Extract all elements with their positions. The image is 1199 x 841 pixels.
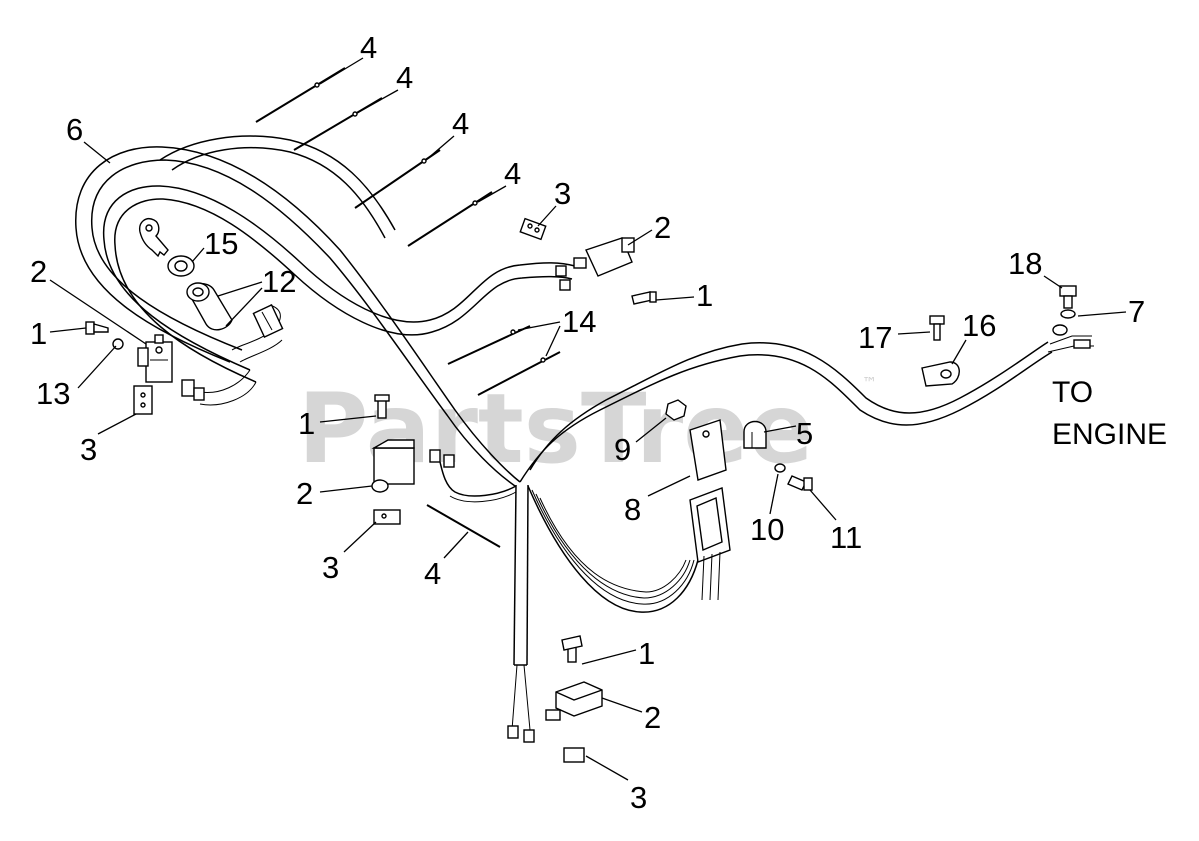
callout-label: 17 xyxy=(858,320,892,355)
callout: 1 xyxy=(30,316,87,351)
callout-label: 2 xyxy=(654,210,671,245)
callout: 3 xyxy=(80,413,137,467)
cable-tie xyxy=(477,351,561,396)
nut-icon xyxy=(665,399,687,421)
callout-label: 4 xyxy=(452,106,469,141)
callout: 11 xyxy=(809,489,862,555)
callout: 17 xyxy=(858,320,931,355)
callout: 2 xyxy=(627,210,671,246)
callout-label: 1 xyxy=(298,406,315,441)
ignition-key-icon xyxy=(139,218,195,277)
bottom-plunger-switch-icon xyxy=(507,635,603,763)
callout-label: 1 xyxy=(30,316,47,351)
cable-tie xyxy=(447,325,531,365)
ignition-switch-icon xyxy=(186,282,284,338)
callout: 4 xyxy=(477,156,521,203)
callout: 12 xyxy=(217,264,296,327)
callout: 13 xyxy=(36,345,117,411)
callouts: 4 4 4 4 6 3 2 15 12 2 1 18 7 1 14 17 16 … xyxy=(30,30,1145,815)
to-engine-label-line2: ENGINE xyxy=(1052,418,1167,451)
callout: 15 xyxy=(191,226,238,263)
callout-label: 13 xyxy=(36,376,70,411)
callout-label: 8 xyxy=(624,492,641,527)
callout-label: 14 xyxy=(562,304,596,339)
callout-label: 4 xyxy=(424,556,441,591)
callout: 5 xyxy=(763,416,813,451)
callout-label: 4 xyxy=(504,156,521,191)
callout: 4 xyxy=(424,531,469,591)
callout-label: 16 xyxy=(962,308,996,343)
callout: 10 xyxy=(750,473,784,547)
callout-label: 3 xyxy=(630,780,647,815)
callout: 2 xyxy=(30,254,147,345)
left-bolt-icon xyxy=(85,321,124,350)
callout-label: 2 xyxy=(296,476,313,511)
callout-label: 12 xyxy=(262,264,296,299)
left-plunger-switch-icon xyxy=(133,334,205,415)
cable-tie xyxy=(426,504,501,548)
callout: 3 xyxy=(537,176,571,227)
callout: 16 xyxy=(951,308,996,365)
callout: 9 xyxy=(614,417,667,467)
callout-label: 2 xyxy=(644,700,661,735)
callout: 18 xyxy=(1008,246,1063,289)
callout-label: 1 xyxy=(638,636,655,671)
callout: 6 xyxy=(66,112,111,164)
callout: 4 xyxy=(356,60,413,114)
center-plunger-switch-icon xyxy=(371,394,455,525)
engine-terminals-icon xyxy=(1047,324,1094,353)
wire-harness xyxy=(75,135,1053,731)
callout-label: 11 xyxy=(830,520,862,555)
callout-label: 3 xyxy=(322,550,339,585)
washer-icon xyxy=(774,463,786,473)
callout-label: 7 xyxy=(1128,294,1145,329)
screw-icon xyxy=(787,475,813,491)
watermark-trademark: ™ xyxy=(862,374,877,392)
callout-label: 18 xyxy=(1008,246,1042,281)
cable-tie xyxy=(407,191,493,247)
callout-label: 3 xyxy=(554,176,571,211)
engine-clamp-icon xyxy=(921,361,960,387)
callout-label: 4 xyxy=(360,30,377,65)
callout: 4 xyxy=(319,30,377,85)
callout-label: 1 xyxy=(696,278,713,313)
callout-label: 10 xyxy=(750,512,784,547)
callout: 4 xyxy=(425,106,469,161)
callout: 7 xyxy=(1077,294,1145,329)
engine-bolt-icon xyxy=(929,315,945,341)
callout-label: 6 xyxy=(66,112,83,147)
callout: 14 xyxy=(517,304,596,357)
cable-tie xyxy=(255,67,346,123)
callout: 1 xyxy=(655,278,713,313)
callout: 3 xyxy=(585,755,647,815)
callout: 1 xyxy=(581,636,655,671)
ground-bolt-icon xyxy=(1059,285,1077,319)
clamp-icon xyxy=(743,420,767,449)
callout-label: 3 xyxy=(80,432,97,467)
callout-label: 15 xyxy=(204,226,238,261)
callout-label: 4 xyxy=(396,60,413,95)
top-plunger-switch-icon xyxy=(519,217,657,305)
connector-plug-icon xyxy=(689,419,731,601)
callout: 1 xyxy=(298,406,377,441)
callout-label: 2 xyxy=(30,254,47,289)
callout-label: 5 xyxy=(796,416,813,451)
to-engine-label-line1: TO xyxy=(1052,376,1093,409)
callout-label: 9 xyxy=(614,432,631,467)
callout: 2 xyxy=(296,476,373,511)
callout: 2 xyxy=(601,697,661,735)
callout: 8 xyxy=(624,475,691,527)
callout: 3 xyxy=(322,521,377,585)
